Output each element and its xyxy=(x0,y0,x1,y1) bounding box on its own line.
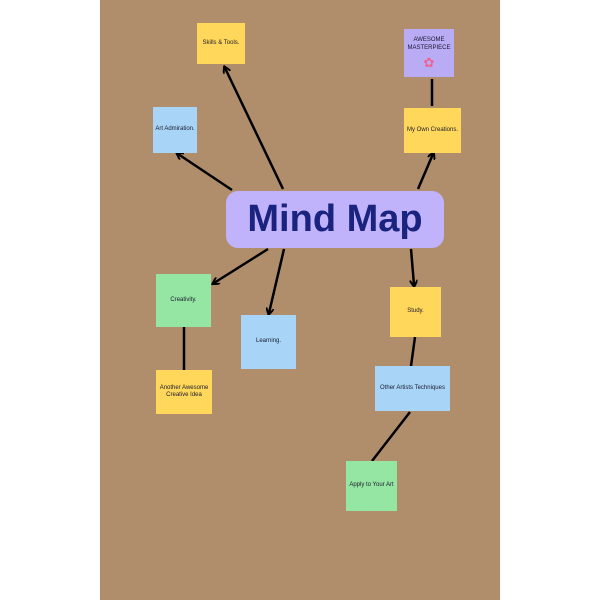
node-skills-tools: Skills & Tools. xyxy=(197,23,245,64)
node-creativity: Creativity. xyxy=(156,274,211,327)
masterpiece-label: AWESOME MASTERPIECE xyxy=(407,37,451,51)
node-awesome-masterpiece: AWESOME MASTERPIECE ✿ xyxy=(404,29,454,77)
node-another-idea: Another Awesome Creative Idea xyxy=(156,370,212,414)
node-my-own-creations: My Own Creations. xyxy=(404,108,461,153)
arrow-to-art-admiration xyxy=(178,154,233,192)
node-art-admiration: Art Admiration. xyxy=(153,107,197,153)
mind-map-title: Mind Map xyxy=(226,191,444,248)
arrow-to-my-own-creations xyxy=(416,154,433,190)
arrow-to-study xyxy=(411,248,414,285)
node-other-techniques: Other Artists Techniques xyxy=(375,366,450,411)
link-study-techniques xyxy=(409,336,417,367)
arrow-to-skills-tools xyxy=(225,68,285,190)
arrow-to-creativity xyxy=(214,247,269,283)
node-study: Study. xyxy=(390,287,441,337)
node-apply-art: Apply to Your Art xyxy=(346,461,397,511)
link-techniques-apply xyxy=(371,411,411,462)
arrow-to-learning xyxy=(269,248,286,313)
node-learning: Learning. xyxy=(241,315,296,369)
flower-icon: ✿ xyxy=(423,55,435,70)
